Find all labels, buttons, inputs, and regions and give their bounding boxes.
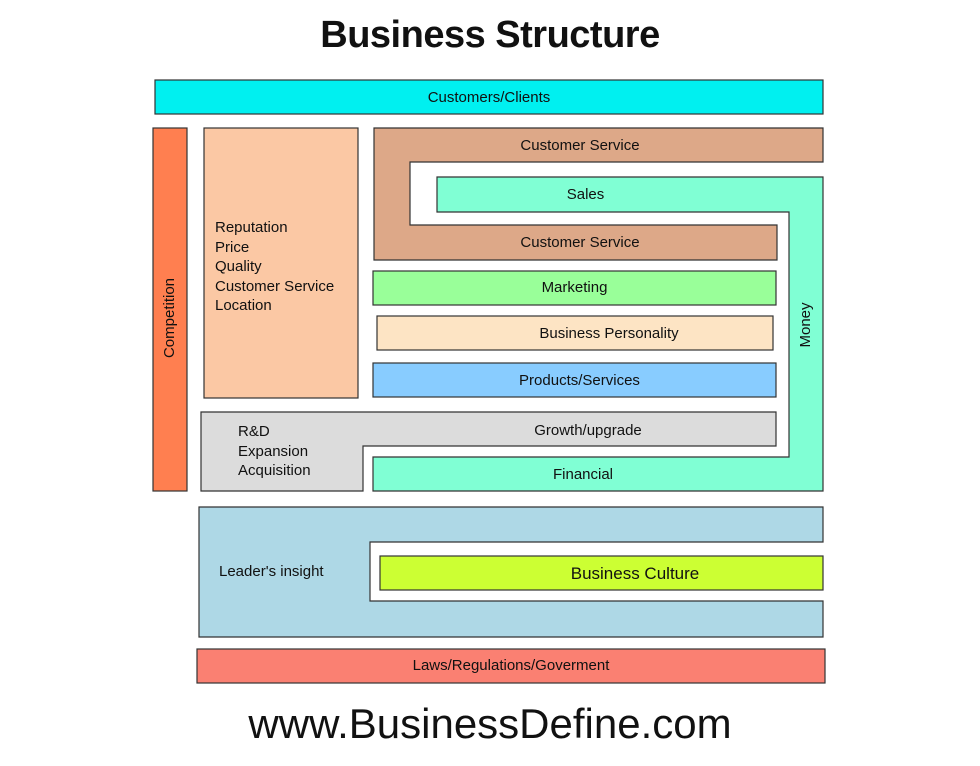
growth-rd-block <box>200 411 777 492</box>
competition-block <box>152 127 188 492</box>
footer-website: www.BusinessDefine.com <box>248 700 732 747</box>
growth-label: Growth/upgrade <box>534 422 642 439</box>
money-sales-financial-block <box>372 176 824 492</box>
products-services-block <box>372 362 777 398</box>
financial-label: Financial <box>552 466 614 483</box>
customers-label: Customers/Clients <box>427 89 551 106</box>
competition-label: Competition <box>161 277 178 359</box>
attributes-block <box>203 127 359 399</box>
business-culture-label: Business Culture <box>570 564 700 583</box>
attribute-item: Customer Service <box>215 277 335 295</box>
customer-service-bottom-label: Customer Service <box>520 234 640 251</box>
rd-item: R&D <box>238 423 270 440</box>
attribute-item: Price <box>215 238 250 256</box>
business-personality-block <box>376 315 774 351</box>
rd-list: R&D Expansion Acquisition <box>238 422 311 481</box>
diagram-title: Business Structure <box>320 14 660 56</box>
rd-item: Expansion <box>238 442 309 460</box>
business-culture-block <box>379 555 824 591</box>
money-label: Money <box>797 302 814 348</box>
leaders-insight-label: Leader's insight <box>219 563 324 580</box>
rd-item: Acquisition <box>238 462 311 479</box>
leaders-insight-block <box>198 506 824 638</box>
marketing-block <box>372 270 777 306</box>
customers-block <box>154 79 824 115</box>
attribute-item: Reputation <box>215 219 288 236</box>
products-services-label: Products/Services <box>519 372 640 389</box>
marketing-label: Marketing <box>541 279 608 296</box>
laws-block <box>196 648 826 684</box>
attribute-item: Quality <box>215 258 262 275</box>
customer-service-top-label: Customer Service <box>520 137 640 154</box>
business-personality-label: Business Personality <box>539 325 679 342</box>
laws-label: Laws/Regulations/Goverment <box>412 657 610 674</box>
attribute-item: Location <box>215 297 272 314</box>
customer-service-block <box>373 127 824 261</box>
sales-label: Sales <box>566 186 605 203</box>
attributes-list: Reputation Price Quality Customer Servic… <box>215 218 334 316</box>
